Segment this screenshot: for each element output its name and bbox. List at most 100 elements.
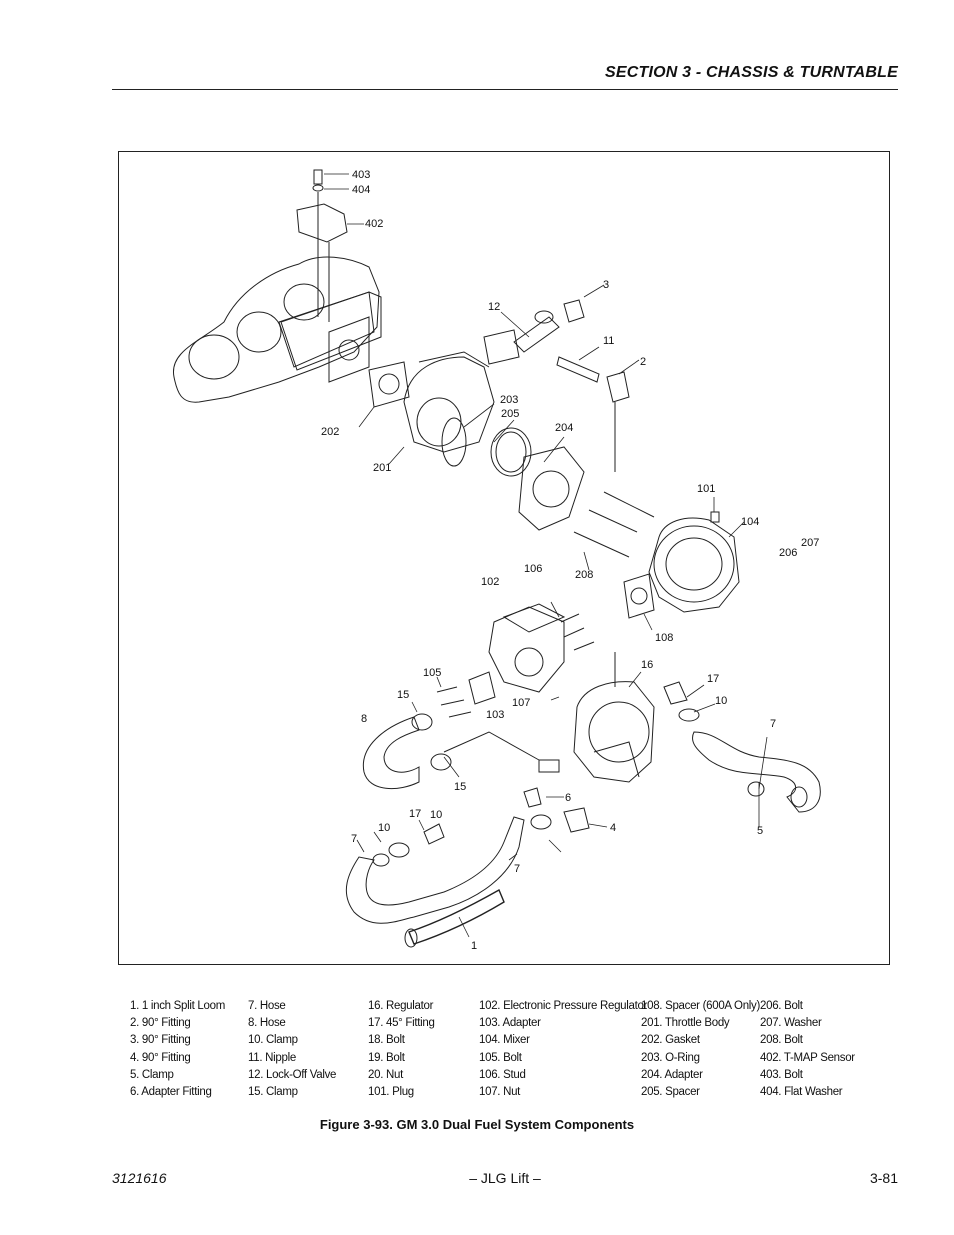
regulator-16 bbox=[573, 681, 655, 783]
legend-item: 208. Bolt bbox=[760, 1034, 803, 1047]
parts-legend: 1. 1 inch Split Loom 2. 90° Fitting 3. 90°… bbox=[130, 998, 855, 1108]
throttle-body bbox=[403, 356, 495, 453]
callout-4: 4 bbox=[610, 822, 616, 834]
legend-item: 8. Hose bbox=[248, 1017, 286, 1030]
callout-8: 8 bbox=[361, 713, 367, 725]
legend-item: 403. Bolt bbox=[760, 1068, 803, 1081]
legend-item: 204. Adapter bbox=[641, 1068, 703, 1081]
legend-column: 108. Spacer (600A Only) 201. Throttle Bod… bbox=[641, 998, 760, 1101]
legend-item: 205. Spacer bbox=[641, 1086, 700, 1099]
callout-7: 7 bbox=[770, 718, 776, 730]
callout-404: 404 bbox=[352, 184, 370, 196]
adapter-103 bbox=[468, 671, 496, 705]
split-loom bbox=[408, 889, 505, 945]
callout-1: 1 bbox=[471, 940, 477, 952]
mixer bbox=[648, 517, 740, 613]
callout-3: 3 bbox=[603, 279, 609, 291]
callout-10: 10 bbox=[715, 695, 727, 707]
o-ring bbox=[441, 417, 467, 467]
callout-204: 204 bbox=[555, 422, 573, 434]
callout-201: 201 bbox=[373, 462, 391, 474]
legend-item: 203. O-Ring bbox=[641, 1051, 700, 1064]
callout-17: 17 bbox=[707, 673, 719, 685]
page-number: 3-81 bbox=[869, 1170, 898, 1186]
footer-center: – JLG Lift – bbox=[469, 1170, 541, 1186]
callout-2: 2 bbox=[640, 356, 646, 368]
callout-5: 5 bbox=[757, 825, 763, 837]
legend-item: 101. Plug bbox=[368, 1086, 414, 1099]
callout-16: 16 bbox=[641, 659, 653, 671]
callout-403: 403 bbox=[352, 169, 370, 181]
callout-203: 203 bbox=[500, 394, 518, 406]
spacer-205 bbox=[490, 427, 532, 477]
legend-item: 1. 1 inch Split Loom bbox=[130, 1000, 226, 1012]
intake-manifold bbox=[173, 256, 380, 403]
callout-202: 202 bbox=[321, 426, 339, 438]
legend-item: 201. Throttle Body bbox=[641, 1017, 730, 1030]
legend-item: 108. Spacer (600A Only) bbox=[641, 1000, 761, 1012]
legend-item: 402. T-MAP Sensor bbox=[760, 1051, 855, 1064]
spacer-108 bbox=[623, 573, 655, 619]
section-title: SECTION 3 - CHASSIS & TURNTABLE bbox=[604, 64, 898, 81]
legend-item: 20. Nut bbox=[368, 1068, 403, 1081]
callout-102: 102 bbox=[481, 576, 499, 588]
doc-number: 3121616 bbox=[112, 1170, 167, 1186]
legend-item: 104. Mixer bbox=[479, 1034, 530, 1047]
callout-7: 7 bbox=[351, 833, 357, 845]
callout-6: 6 bbox=[565, 792, 571, 804]
pressure-regulator bbox=[488, 606, 565, 693]
legend-item: 207. Washer bbox=[760, 1017, 822, 1030]
legend-item: 105. Bolt bbox=[479, 1051, 522, 1064]
callout-103: 103 bbox=[486, 709, 504, 721]
hose-lower bbox=[345, 816, 525, 924]
legend-item: 17. 45° Fitting bbox=[368, 1017, 435, 1030]
legend-item: 12. Lock-Off Valve bbox=[248, 1068, 337, 1081]
callout-106: 106 bbox=[524, 563, 542, 575]
hose-8 bbox=[362, 716, 420, 790]
callout-206: 206 bbox=[779, 547, 797, 559]
legend-item: 3. 90° Fitting bbox=[130, 1034, 191, 1047]
callout-7: 7 bbox=[514, 863, 520, 875]
legend-item: 7. Hose bbox=[248, 1000, 286, 1012]
legend-item: 107. Nut bbox=[479, 1086, 521, 1099]
header-rule bbox=[112, 89, 898, 90]
legend-column: 206. Bolt 207. Washer 208. Bolt 402. T-MAP … bbox=[760, 998, 855, 1101]
legend-item: 106. Stud bbox=[479, 1068, 526, 1081]
legend-item: 4. 90° Fitting bbox=[130, 1051, 191, 1064]
exploded-diagram: 4034044023121122032052042022011011042072… bbox=[173, 169, 821, 952]
callout-105: 105 bbox=[423, 667, 441, 679]
legend-item: 15. Clamp bbox=[248, 1086, 298, 1099]
callout-12: 12 bbox=[488, 301, 500, 313]
hose-right bbox=[692, 731, 821, 813]
callout-108: 108 bbox=[655, 632, 673, 644]
callout-104: 104 bbox=[741, 516, 759, 528]
legend-item: 206. Bolt bbox=[760, 1000, 803, 1012]
legend-item: 19. Bolt bbox=[368, 1051, 405, 1064]
legend-item: 404. Flat Washer bbox=[760, 1086, 843, 1099]
callout-15: 15 bbox=[397, 689, 409, 701]
legend-item: 18. Bolt bbox=[368, 1034, 405, 1047]
figure-caption: Figure 3-93. GM 3.0 Dual Fuel System Com… bbox=[319, 1117, 635, 1132]
legend-item: 202. Gasket bbox=[641, 1034, 700, 1047]
callout-402: 402 bbox=[365, 218, 383, 230]
callout-10: 10 bbox=[430, 809, 442, 821]
callout-11: 11 bbox=[603, 335, 614, 347]
callout-208: 208 bbox=[575, 569, 593, 581]
legend-item: 10. Clamp bbox=[248, 1034, 298, 1047]
callout-205: 205 bbox=[501, 408, 519, 420]
callout-207: 207 bbox=[801, 537, 819, 549]
legend-item: 2. 90° Fitting bbox=[130, 1017, 191, 1030]
legend-item: 5. Clamp bbox=[130, 1068, 174, 1081]
legend-column: 1. 1 inch Split Loom 2. 90° Fitting 3. 90°… bbox=[130, 998, 225, 1101]
gasket-202 bbox=[368, 361, 410, 408]
callout-101: 101 bbox=[697, 483, 715, 495]
legend-item: 6. Adapter Fitting bbox=[130, 1086, 212, 1099]
callout-15: 15 bbox=[454, 781, 466, 793]
adapter-204 bbox=[518, 446, 585, 531]
legend-item: 102. Electronic Pressure Regulator bbox=[479, 1000, 648, 1012]
lock-off-valve bbox=[483, 329, 520, 365]
